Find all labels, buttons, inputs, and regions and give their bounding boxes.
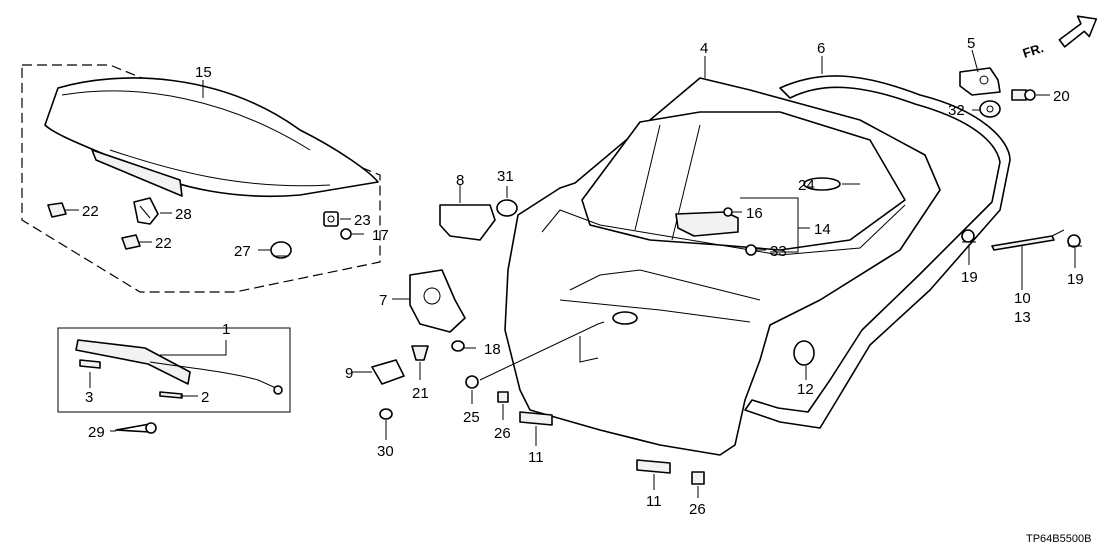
ball-stud-19-right[interactable] bbox=[1067, 234, 1082, 248]
screw-29[interactable] bbox=[115, 422, 157, 434]
callout-19-right: 19 bbox=[1067, 271, 1084, 288]
emblem-11-lower[interactable] bbox=[636, 459, 671, 474]
clip-26-upper[interactable] bbox=[497, 391, 509, 403]
callout-3: 3 bbox=[85, 389, 93, 406]
callout-23: 23 bbox=[354, 212, 371, 229]
nut-32[interactable] bbox=[979, 100, 1001, 118]
callout-32: 32 bbox=[948, 102, 965, 119]
socket-31[interactable] bbox=[496, 199, 518, 217]
callout-26-lower: 26 bbox=[689, 501, 706, 518]
callout-7: 7 bbox=[379, 292, 387, 309]
clip-22-lower[interactable] bbox=[121, 234, 141, 250]
callout-5: 5 bbox=[967, 35, 975, 52]
weatherstrip[interactable] bbox=[744, 75, 1011, 429]
grommet-12[interactable] bbox=[793, 340, 815, 366]
high-mount-stop-light[interactable] bbox=[75, 339, 283, 395]
license-light-8[interactable] bbox=[439, 204, 496, 241]
switch-9[interactable] bbox=[371, 359, 405, 385]
screw-21[interactable] bbox=[411, 345, 429, 361]
cap-27[interactable] bbox=[270, 241, 292, 259]
callout-28: 28 bbox=[175, 206, 192, 223]
callout-14: 14 bbox=[814, 221, 831, 238]
callout-20: 20 bbox=[1053, 88, 1070, 105]
clip-26-lower[interactable] bbox=[691, 471, 705, 485]
callout-11-lower: 11 bbox=[646, 493, 662, 510]
callout-22-upper: 22 bbox=[82, 203, 99, 220]
callout-21: 21 bbox=[412, 385, 429, 402]
callout-30: 30 bbox=[377, 443, 394, 460]
callout-19-left: 19 bbox=[961, 269, 978, 286]
screw-30[interactable] bbox=[379, 408, 393, 420]
bolt-20[interactable] bbox=[1011, 89, 1036, 101]
screw-2[interactable] bbox=[159, 391, 183, 399]
callout-8: 8 bbox=[456, 172, 464, 189]
ball-stud-19-left[interactable] bbox=[961, 229, 976, 243]
callout-13: 13 bbox=[1014, 309, 1031, 326]
callout-29: 29 bbox=[88, 424, 105, 441]
tailgate-panel[interactable] bbox=[504, 77, 941, 456]
callout-11-upper: 11 bbox=[528, 449, 544, 466]
callout-4: 4 bbox=[700, 40, 708, 57]
callout-33: 33 bbox=[770, 243, 787, 260]
callout-12: 12 bbox=[797, 381, 814, 398]
callout-15: 15 bbox=[195, 64, 212, 81]
bolt-18[interactable] bbox=[451, 340, 465, 352]
clip-25[interactable] bbox=[465, 375, 479, 389]
screw-33[interactable] bbox=[745, 244, 757, 256]
leader-lines bbox=[65, 49, 1076, 498]
clip-22-upper[interactable] bbox=[47, 202, 67, 218]
callout-31: 31 bbox=[497, 168, 514, 185]
emblem-11-upper[interactable] bbox=[519, 411, 553, 426]
gas-strut[interactable] bbox=[991, 229, 1065, 251]
hinge-5[interactable] bbox=[959, 67, 1001, 96]
callout-9: 9 bbox=[345, 365, 353, 382]
clip-28[interactable] bbox=[133, 197, 159, 225]
gasket-3[interactable] bbox=[79, 359, 101, 369]
callout-24: 24 bbox=[798, 177, 815, 194]
callout-18: 18 bbox=[484, 341, 501, 358]
callout-26-upper: 26 bbox=[494, 425, 511, 442]
nut-23[interactable] bbox=[323, 211, 339, 227]
callout-17: 17 bbox=[372, 227, 389, 244]
front-direction-arrow-icon bbox=[1058, 15, 1098, 48]
callout-10: 10 bbox=[1014, 290, 1031, 307]
callout-1: 1 bbox=[222, 321, 230, 338]
spoiler[interactable] bbox=[44, 77, 379, 198]
callout-6: 6 bbox=[817, 40, 825, 57]
bolt-17[interactable] bbox=[340, 228, 352, 240]
callout-25: 25 bbox=[463, 409, 480, 426]
front-direction-label: FR. bbox=[1021, 40, 1046, 61]
diagram-code: TP64B5500B bbox=[1026, 533, 1091, 545]
plug-24[interactable] bbox=[803, 177, 841, 191]
callout-2: 2 bbox=[201, 389, 209, 406]
tailgate-latch-7[interactable] bbox=[409, 269, 466, 333]
callout-16: 16 bbox=[746, 205, 763, 222]
callout-22-lower: 22 bbox=[155, 235, 172, 252]
clip-16[interactable] bbox=[723, 207, 733, 217]
stop-light-group-boundary bbox=[57, 327, 291, 413]
callout-27: 27 bbox=[234, 243, 251, 260]
